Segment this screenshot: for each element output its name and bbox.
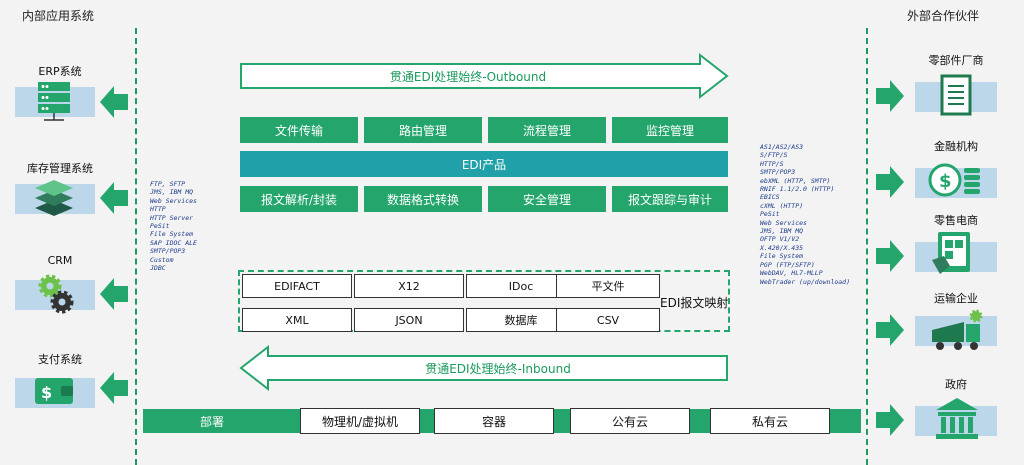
arrow-left-icon bbox=[100, 86, 128, 118]
protocol-item: SMTP/POP3 bbox=[760, 168, 796, 177]
protocol-item: RNIF 1.1/2.0 (HTTP) bbox=[760, 185, 835, 194]
protocol-item: PeSit bbox=[150, 222, 170, 231]
module-workflow: 流程管理 bbox=[488, 117, 606, 143]
partner-label-transport: 运输企业 bbox=[934, 292, 978, 305]
module-tracking-audit: 报文跟踪与审计 bbox=[612, 186, 728, 212]
arrow-right-icon bbox=[876, 240, 904, 272]
protocol-item: File System bbox=[760, 252, 804, 261]
protocol-item: EBICS bbox=[760, 193, 780, 202]
outbound-arrow bbox=[240, 52, 729, 100]
module-file-transfer: 文件传输 bbox=[240, 117, 358, 143]
edi-product-bar: EDI产品 bbox=[240, 151, 728, 177]
protocol-item: PGP (FTP/SFTP) bbox=[760, 260, 815, 269]
partner-label-parts: 零部件厂商 bbox=[928, 54, 984, 67]
protocol-item: WebTrader (up/download) bbox=[760, 277, 851, 286]
svg-text:$: $ bbox=[939, 171, 952, 192]
protocol-item: JDBC bbox=[150, 264, 166, 273]
module-format-conversion: 数据格式转换 bbox=[364, 186, 482, 212]
server-rack-icon bbox=[38, 82, 70, 121]
wallet-dollar-icon: $ bbox=[35, 378, 73, 404]
protocol-item: ebXML (HTTP, SMTP) bbox=[760, 176, 831, 185]
government-building-icon bbox=[936, 398, 978, 439]
outbound-label: 贯通EDI处理始终-Outbound bbox=[389, 70, 547, 84]
arrow-left-icon bbox=[100, 182, 128, 214]
system-label-payment: 支付系统 bbox=[38, 353, 82, 366]
partner-label-retail: 零售电商 bbox=[934, 214, 978, 227]
protocol-item: Web Services bbox=[150, 196, 197, 205]
right-divider bbox=[866, 28, 868, 465]
left-divider bbox=[135, 28, 137, 465]
protocol-item: JMS, IBM MQ bbox=[760, 227, 804, 236]
mapping-label: EDI报文映射 bbox=[660, 294, 729, 311]
system-label-crm: CRM bbox=[47, 254, 73, 267]
truck-icon bbox=[932, 309, 983, 350]
protocol-item: Custom bbox=[150, 255, 174, 264]
protocol-item: AS1/AS2/AS3 bbox=[760, 143, 804, 151]
format-flat-file: 平文件 bbox=[556, 274, 660, 298]
protocol-item: X.420/X.435 bbox=[760, 243, 804, 252]
arrow-right-icon bbox=[876, 314, 904, 346]
partner-label-government: 政府 bbox=[945, 378, 967, 391]
arrow-right-icon bbox=[876, 166, 904, 198]
module-monitoring: 监控管理 bbox=[612, 117, 728, 143]
arrow-left-icon bbox=[100, 372, 128, 404]
protocol-item: HTTP Server bbox=[150, 213, 194, 222]
partners-title: 外部合作伙伴 bbox=[907, 9, 980, 23]
protocol-item: Web Services bbox=[760, 218, 807, 227]
protocol-item: SMTP/POP3 bbox=[150, 247, 186, 256]
deploy-public-cloud: 公有云 bbox=[570, 408, 690, 434]
format-xml: XML bbox=[242, 308, 352, 332]
format-json: JSON bbox=[354, 308, 464, 332]
protocol-item: HTTP bbox=[150, 205, 166, 214]
protocol-item: FTP, SFTP bbox=[150, 180, 186, 188]
protocol-item: S/FTP/S bbox=[760, 151, 788, 160]
partner-band-government bbox=[915, 406, 997, 436]
document-icon bbox=[940, 74, 972, 116]
tablet-touch-icon bbox=[932, 232, 970, 274]
module-parse-envelope: 报文解析/封装 bbox=[240, 186, 358, 212]
deploy-physical-vm: 物理机/虚拟机 bbox=[300, 408, 420, 434]
gears-icon bbox=[38, 274, 74, 314]
inbound-arrow bbox=[239, 344, 728, 392]
deploy-private-cloud: 私有云 bbox=[710, 408, 830, 434]
stacked-layers-icon bbox=[35, 180, 73, 216]
protocol-item: WebDAV, HL7-MLLP bbox=[760, 269, 823, 278]
svg-text:$: $ bbox=[41, 383, 52, 402]
protocol-item: JMS, IBM MQ bbox=[150, 188, 194, 197]
protocol-item: File System bbox=[150, 230, 194, 239]
deployment-label: 部署 bbox=[200, 415, 225, 429]
format-x12: X12 bbox=[354, 274, 464, 298]
protocol-item: PeSit bbox=[760, 210, 780, 219]
deploy-container: 容器 bbox=[434, 408, 554, 434]
system-label-inventory: 库存管理系统 bbox=[27, 162, 93, 175]
format-csv: CSV bbox=[556, 308, 660, 332]
module-security: 安全管理 bbox=[488, 186, 606, 212]
protocol-item: SAP IDOC ALE bbox=[150, 238, 197, 247]
internal-systems-title: 内部应用系统 bbox=[22, 9, 95, 23]
system-label-erp: ERP系统 bbox=[38, 65, 82, 78]
protocol-item: cXML (HTTP) bbox=[760, 201, 804, 210]
inbound-label: 贯通EDI处理始终-Inbound bbox=[425, 362, 571, 376]
arrow-right-icon bbox=[876, 404, 904, 436]
coins-icon: $ bbox=[928, 163, 980, 197]
module-routing: 路由管理 bbox=[364, 117, 482, 143]
protocol-item: OFTP V1/V2 bbox=[760, 235, 800, 244]
format-edifact: EDIFACT bbox=[242, 274, 352, 298]
arrow-left-icon bbox=[100, 278, 128, 310]
protocol-item: HTTP/S bbox=[760, 159, 784, 168]
arrow-right-icon bbox=[876, 80, 904, 112]
partner-label-finance: 金融机构 bbox=[934, 140, 978, 153]
